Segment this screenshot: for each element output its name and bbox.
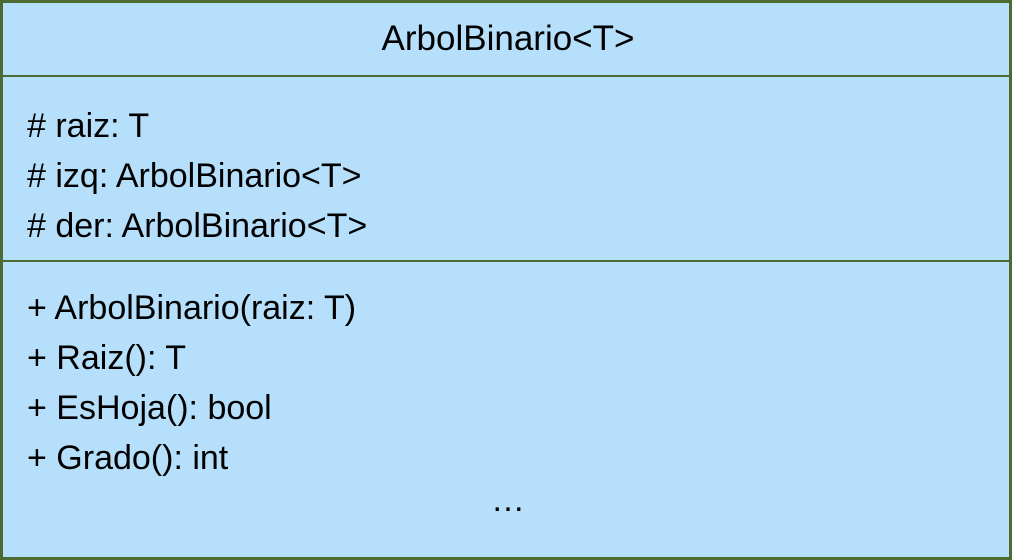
class-name-section: ArbolBinario<T> (3, 3, 1009, 77)
method-constructor: + ArbolBinario(raiz: T) (27, 289, 357, 327)
attribute-der: # der: ArbolBinario<T> (27, 207, 368, 245)
method-raiz: + Raiz(): T (27, 339, 187, 377)
method-grado: + Grado(): int (27, 439, 229, 477)
methods-section: + ArbolBinario(raiz: T) + Raiz(): T + Es… (3, 262, 1009, 558)
attribute-izq: # izq: ArbolBinario<T> (27, 157, 362, 195)
class-name: ArbolBinario<T> (381, 19, 635, 58)
method-eshoja: + EsHoja(): bool (27, 389, 272, 427)
more-members-ellipsis: … (491, 481, 525, 519)
attributes-section: # raiz: T # izq: ArbolBinario<T> # der: … (3, 77, 1009, 262)
attribute-raiz: # raiz: T (27, 107, 150, 145)
